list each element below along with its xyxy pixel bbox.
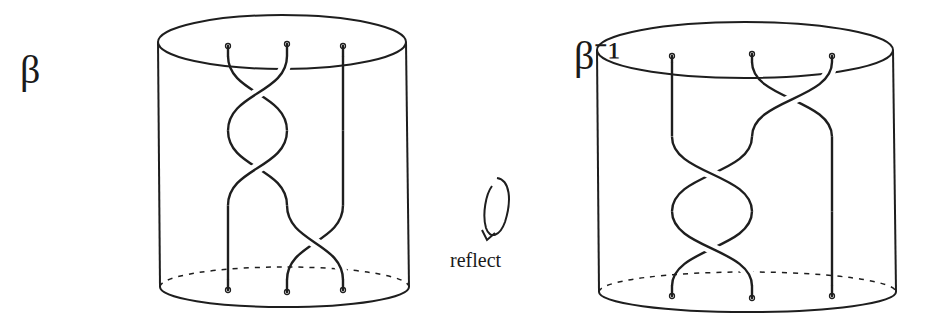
cylinder-side [893,50,896,292]
strand [342,131,344,206]
strand [342,56,344,131]
strand [831,211,833,286]
braid-name: β⁻¹ [574,36,620,76]
strand [671,286,673,296]
strand-gap [672,137,752,212]
strand [227,46,229,56]
arrow-head [482,230,495,240]
strand-under [228,56,287,131]
endpoint [285,290,290,295]
cylinder-bottom-front [160,287,409,307]
strand-over [752,62,832,137]
strand [342,46,344,56]
strand [671,62,673,137]
endpoint [226,44,231,49]
arrow-curve [484,178,509,235]
endpoint [226,288,231,293]
cylinder [158,15,409,307]
cylinder-side [597,50,599,292]
strand-under [228,131,287,206]
strand-over [228,131,287,206]
strand-over [672,211,752,286]
endpoint [670,294,675,299]
strand-under [752,62,832,137]
strand-gap [228,131,287,206]
strand-gap [752,62,832,137]
strand [831,286,833,296]
endpoint [341,288,346,293]
strand [751,54,753,62]
cylinder [597,22,896,312]
endpoint [670,54,675,59]
endpoint [341,44,346,49]
strand-over [228,56,287,131]
cylinder-side [158,42,160,287]
braid [226,42,346,295]
strand-under [672,211,752,286]
cylinder-top [597,22,893,78]
cylinder-side [406,42,409,287]
operation-label: reflect [450,250,501,270]
strand-over [672,137,752,212]
reflect-arrow [482,178,509,240]
strand-under [672,137,752,212]
strand-gap [228,56,287,131]
strand [227,205,229,280]
strand-gap [672,211,752,286]
endpoint [830,54,835,59]
strand [342,280,344,290]
strand [227,280,229,290]
strand-under [287,205,343,280]
endpoint [285,42,290,47]
braid [670,52,835,301]
cylinder-bottom-front [599,292,896,312]
strand [831,137,833,212]
endpoint [750,52,755,57]
strand-gap [287,205,343,280]
endpoint [750,296,755,301]
endpoint [830,294,835,299]
cylinder-bottom-back [160,267,409,287]
braid-name: β [20,50,40,90]
strand-over [287,205,343,280]
